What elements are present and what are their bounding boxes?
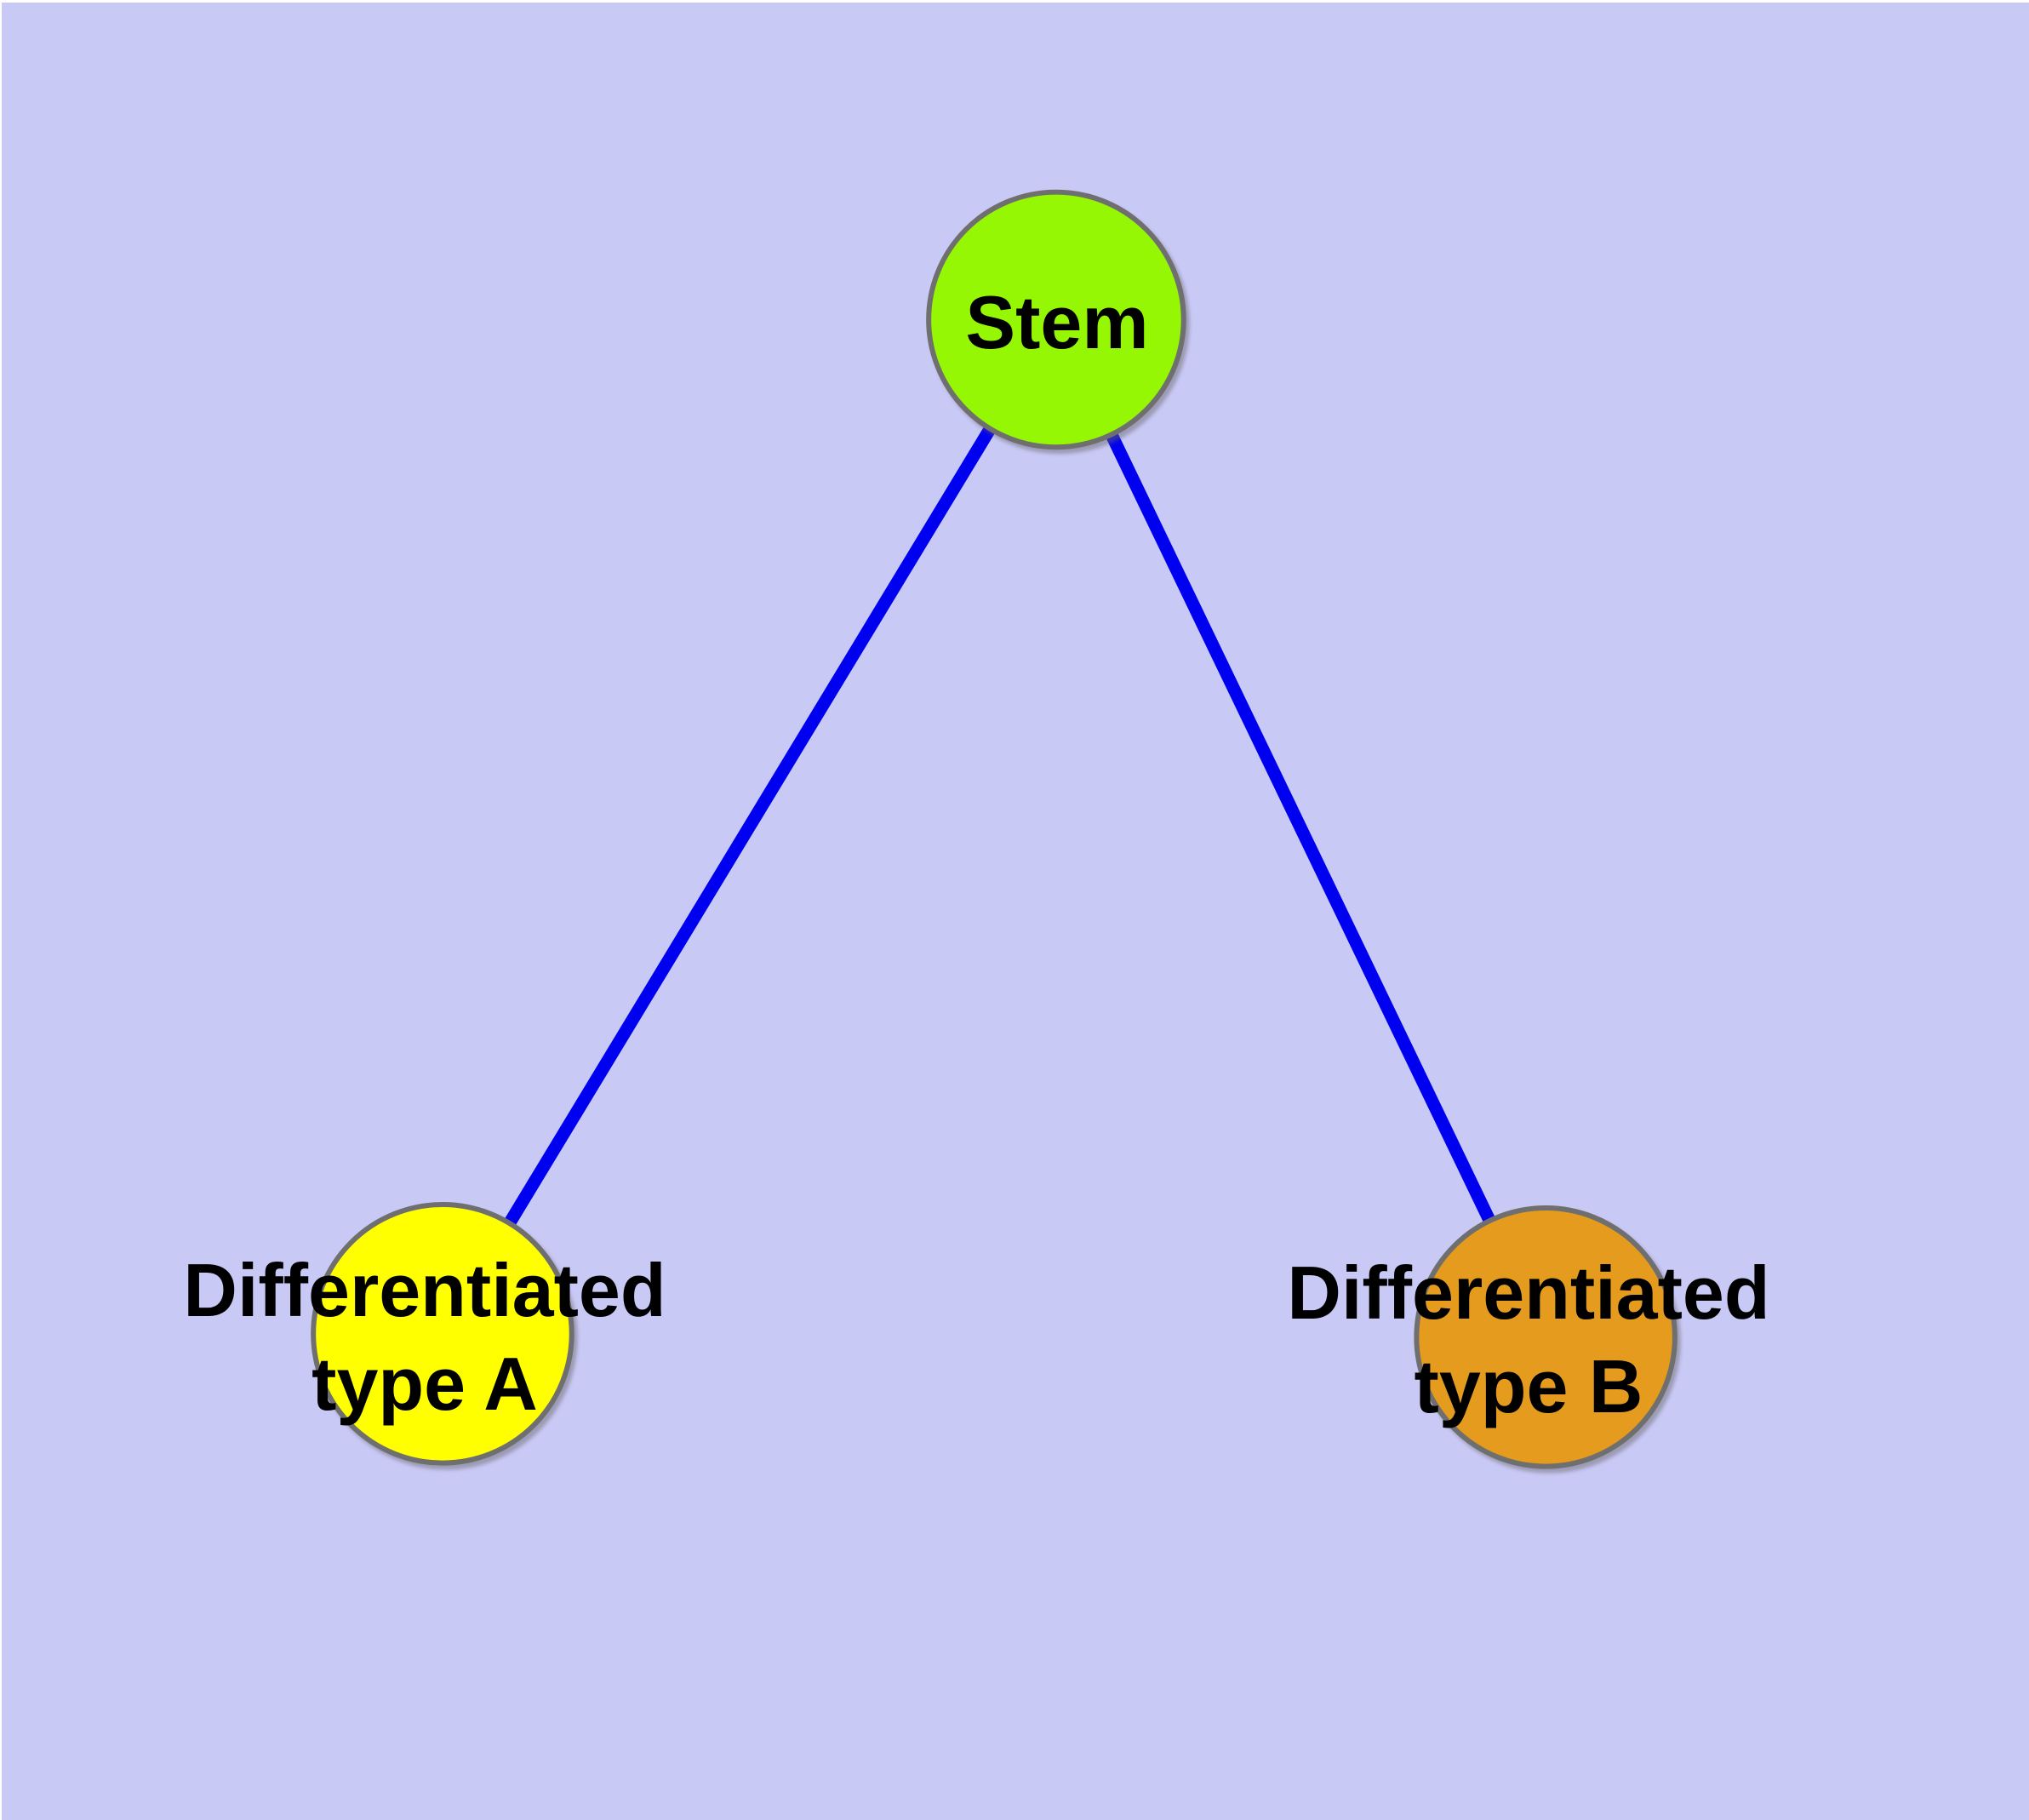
node-stem-label: Stem: [965, 280, 1149, 364]
node-differentiated-type-a-label: Differentiated type A: [183, 1248, 666, 1426]
node-differentiated-type-b-circle: [1414, 1205, 1677, 1469]
graph-svg: [311, 189, 1677, 1469]
node-stem-circle: [926, 189, 1186, 450]
node-differentiated-type-a-circle: [311, 1202, 574, 1466]
node-differentiated-type-b-label: Differentiated type B: [1287, 1251, 1770, 1428]
edge-stem-to-type-a: [437, 316, 1062, 1337]
edge-stem-to-type-b: [1050, 317, 1552, 1341]
